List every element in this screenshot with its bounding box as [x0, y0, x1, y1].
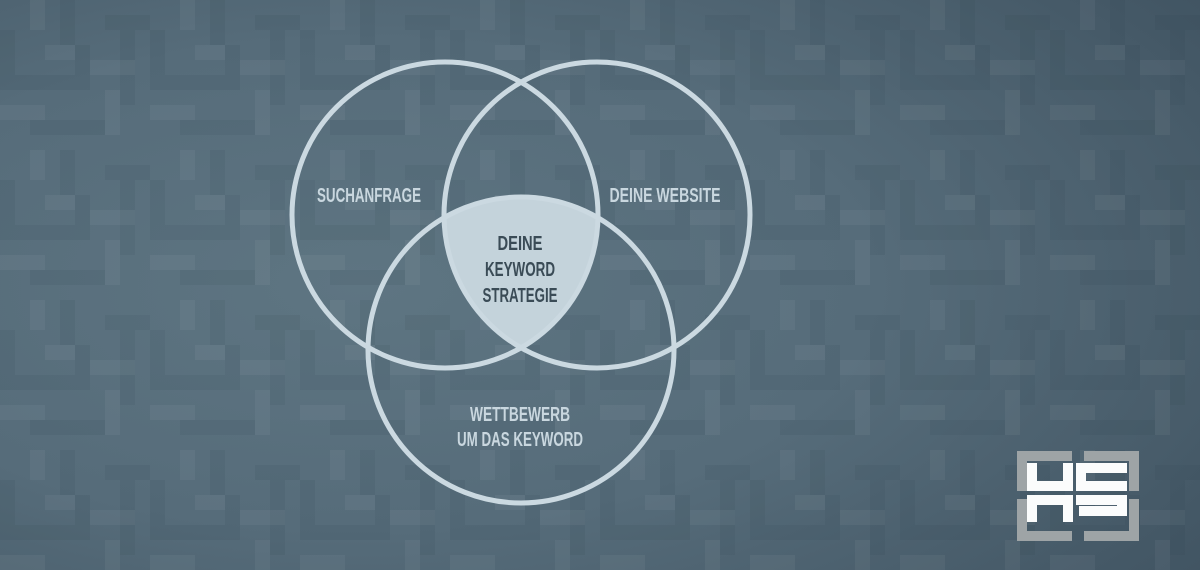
logo-frame — [1017, 451, 1139, 541]
center-label-line1: DEINE — [498, 233, 543, 255]
label-competition-line1: WETTBEWERB — [470, 404, 570, 426]
venn-diagram: SUCHANFRAGE DEINE WEBSITE WETTBEWERB UM … — [289, 59, 753, 506]
label-competition-line2: UM DAS KEYWORD — [457, 429, 583, 451]
center-label-line2: KEYWORD — [485, 259, 555, 281]
center-label: DEINE KEYWORD STRATEGIE — [483, 233, 558, 307]
center-label-line3: STRATEGIE — [483, 285, 558, 307]
circle-keyword-competition — [365, 194, 677, 506]
label-your-website: DEINE WEBSITE — [610, 185, 721, 207]
logo-glyphs — [1027, 463, 1127, 522]
label-search-query: SUCHANFRAGE — [317, 185, 421, 207]
center-intersection-shape — [444, 197, 598, 348]
hs-monogram-logo — [1017, 451, 1139, 541]
